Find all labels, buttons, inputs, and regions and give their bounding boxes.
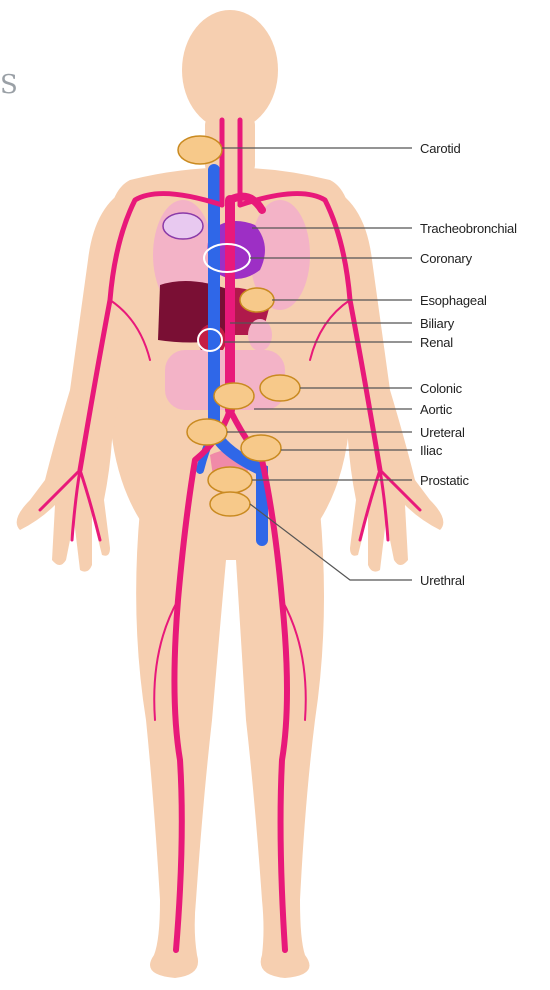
label-aortic: Aortic [420,403,452,416]
label-coronary: Coronary [420,252,472,265]
label-biliary: Biliary [420,317,454,330]
label-iliac: Iliac [420,444,442,457]
aortic-marker [214,383,254,409]
label-ureteral: Ureteral [420,426,465,439]
tracheobronchial-marker [163,213,203,239]
label-renal: Renal [420,336,453,349]
label-prostatic: Prostatic [420,474,469,487]
iliac-marker [241,435,281,461]
colonic-marker [260,375,300,401]
label-urethral: Urethral [420,574,465,587]
label-tracheobronchial: Tracheobronchial [420,222,517,235]
label-carotid: Carotid [420,142,461,155]
urethral-marker [210,492,250,516]
label-esophageal: Esophageal [420,294,487,307]
esophageal-marker [240,288,274,312]
carotid-marker [178,136,222,164]
ureteral-marker [187,419,227,445]
prostatic-marker [208,467,252,493]
label-colonic: Colonic [420,382,462,395]
